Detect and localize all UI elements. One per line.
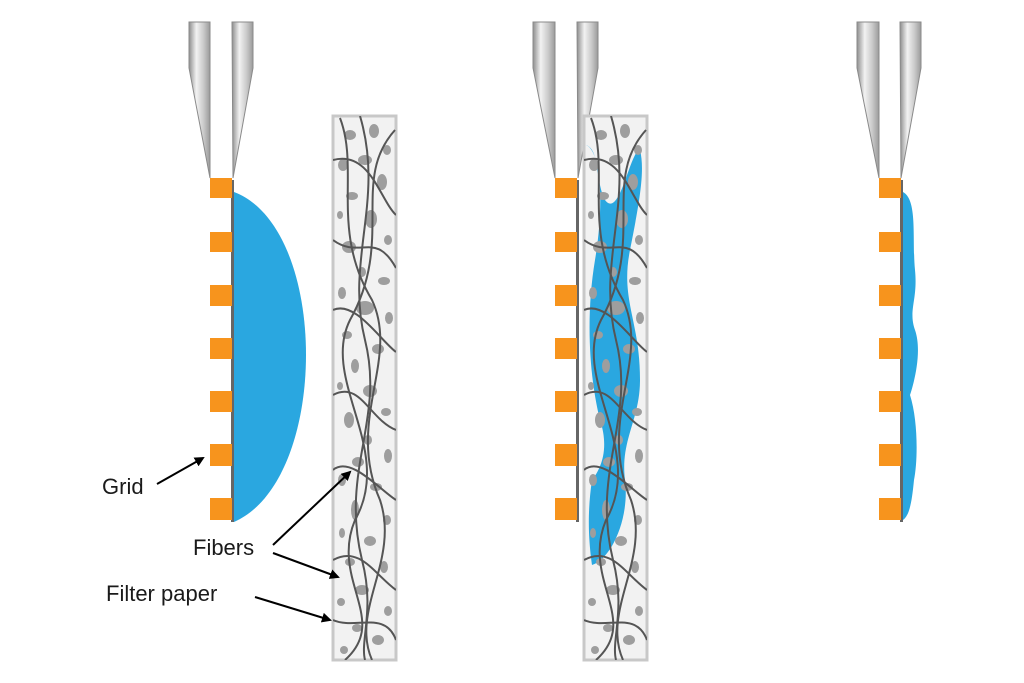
panel-after-blotting (856, 21, 922, 522)
panel-during-blotting (532, 21, 649, 662)
tweezers-icon (532, 21, 599, 179)
panel-before-blotting (188, 21, 398, 662)
arrow-icon (272, 552, 340, 579)
arrow-icon (254, 596, 332, 623)
tweezers-icon (188, 21, 254, 179)
arrow-icon (156, 457, 205, 485)
annotations: Grid Fibers Filter paper (102, 457, 352, 623)
label-grid: Grid (102, 474, 144, 499)
filter-paper-icon (582, 114, 649, 662)
label-filter-paper: Filter paper (106, 581, 217, 606)
grid-icon (879, 178, 903, 522)
label-fibers: Fibers (193, 535, 254, 560)
filter-paper-icon (331, 114, 398, 662)
grid-icon (210, 178, 234, 522)
liquid-icon (903, 192, 918, 520)
liquid-icon (234, 192, 306, 522)
tweezers-icon (856, 21, 922, 179)
grid-icon (555, 178, 579, 522)
arrow-icon (272, 470, 352, 546)
